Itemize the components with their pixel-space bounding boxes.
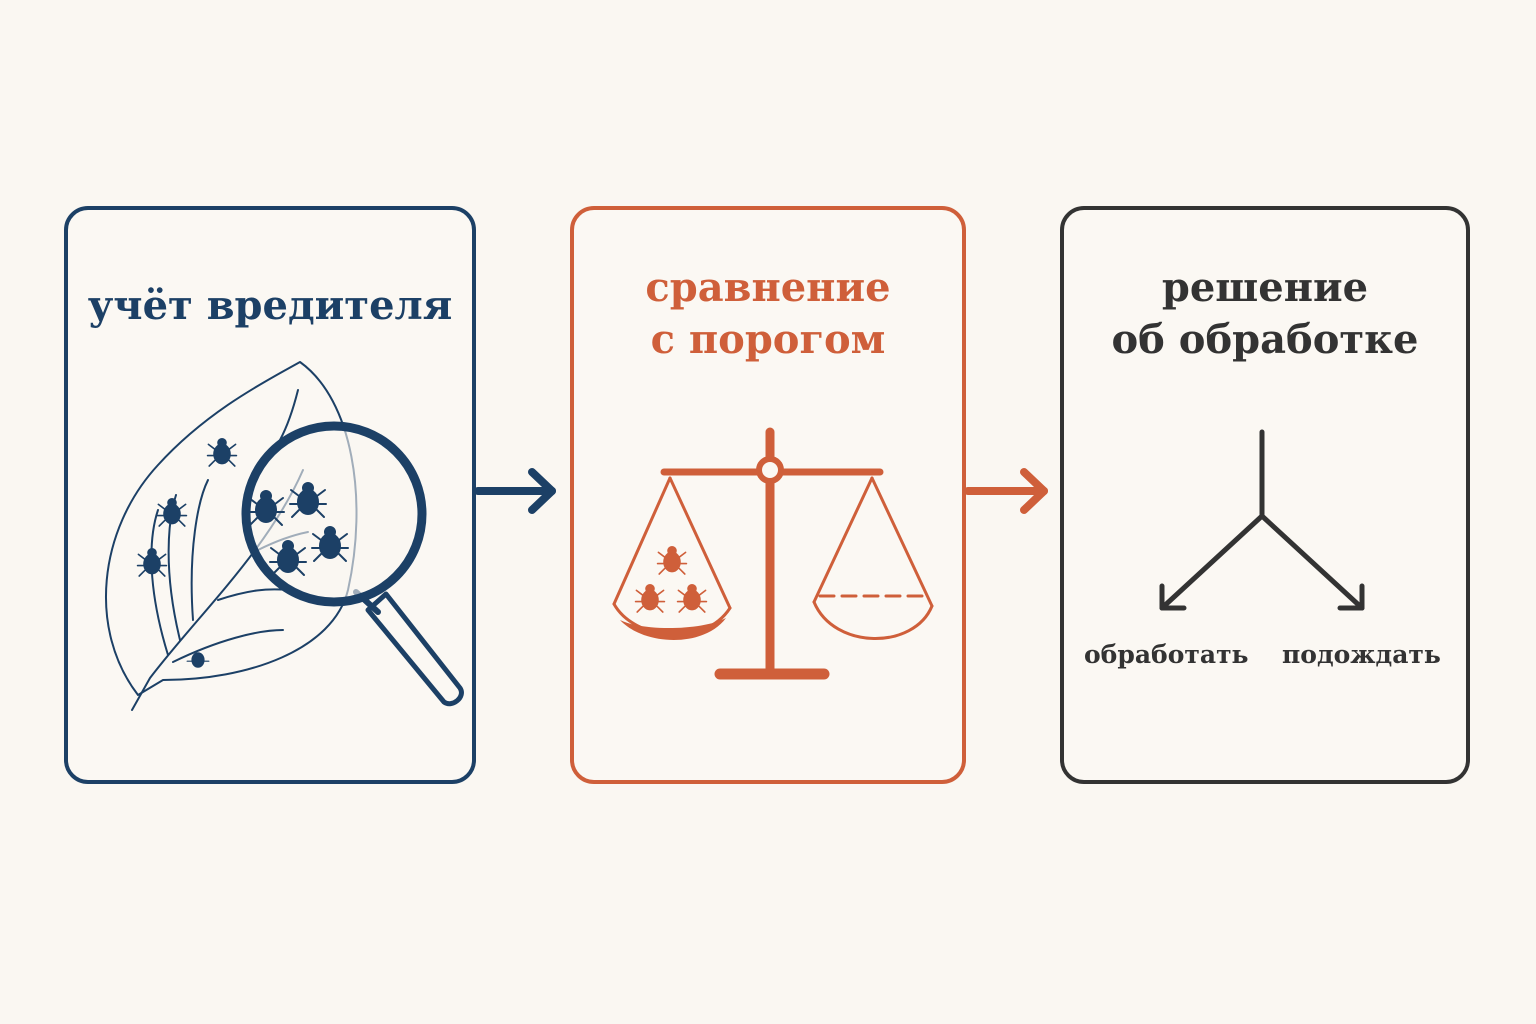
arrow-right-icon [966, 468, 1048, 514]
step-title-line: решение [1161, 264, 1369, 311]
option-treat: обработать [1084, 640, 1249, 669]
step-title-line: об обработке [1111, 316, 1419, 363]
option-wait: подождать [1282, 640, 1441, 669]
step-card-threshold: сравнение с порогом [570, 206, 966, 784]
step-title-threshold: сравнение с порогом [574, 262, 962, 366]
step-title-pest-count: учёт вредителя [68, 280, 472, 332]
arrow-right-icon [476, 468, 556, 514]
step-title-line: учёт вредителя [87, 282, 453, 329]
step-card-pest-count: учёт вредителя [64, 206, 476, 784]
balance-scale-icon [612, 427, 934, 680]
fork-arrows-icon [1159, 429, 1365, 611]
step-card-decision: решение об обработке обработать подождат… [1060, 206, 1470, 784]
step-title-line: сравнение [645, 264, 891, 311]
step-title-decision: решение об обработке [1064, 262, 1466, 366]
step-title-line: с порогом [650, 316, 886, 363]
leaf-magnifier-icon [105, 361, 464, 711]
